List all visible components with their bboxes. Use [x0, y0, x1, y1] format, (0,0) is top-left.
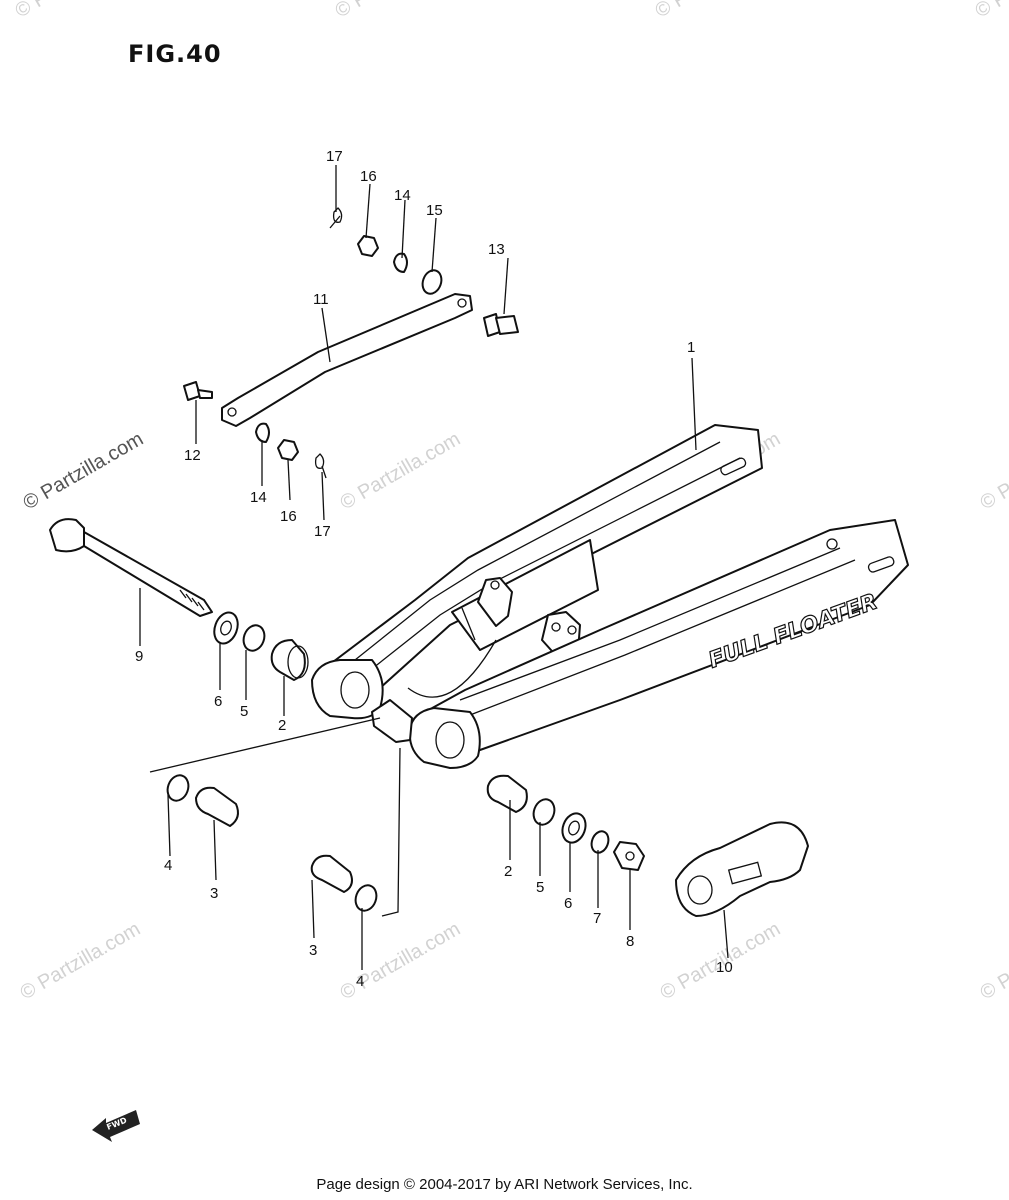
- leader-lines: [139, 165, 729, 970]
- page-footer: Page design © 2004-2017 by ARI Network S…: [316, 1176, 693, 1193]
- callout-labels: 1 2 2 3 3 4 4 5 5 6 6 7 8 9 10 11 12 13 …: [135, 148, 733, 990]
- watermark: © Partzilla.com: [12, 0, 140, 22]
- watermark: © Partzilla.com: [337, 918, 465, 1004]
- callout-2: 2: [504, 863, 512, 880]
- callout-17: 17: [314, 523, 331, 540]
- callout-11: 11: [313, 291, 329, 308]
- hardware-parts: FWD: [92, 207, 809, 1142]
- callout-12: 12: [184, 447, 201, 464]
- pivot-shaft-part: [49, 518, 213, 617]
- watermark: © Partzilla.com: [977, 428, 1009, 514]
- callout-14: 14: [250, 489, 267, 506]
- callout-16: 16: [360, 168, 377, 185]
- watermark: © Partzilla.com: [17, 918, 145, 1004]
- callout-16: 16: [280, 508, 297, 525]
- watermark: © Partzilla.com: [977, 918, 1009, 1004]
- callout-5: 5: [240, 703, 248, 720]
- callout-1: 1: [687, 339, 695, 356]
- callout-4: 4: [164, 857, 172, 874]
- callout-4: 4: [356, 973, 364, 990]
- callout-2: 2: [278, 717, 286, 734]
- watermark: © Partzilla.com: [20, 428, 148, 514]
- callout-5: 5: [536, 879, 544, 896]
- callout-6: 6: [564, 895, 572, 912]
- watermark: © Partzilla.com: [337, 428, 465, 514]
- callout-9: 9: [135, 648, 143, 665]
- watermark: © Partzilla.com: [972, 0, 1009, 22]
- fwd-arrow-icon: FWD: [92, 1110, 140, 1142]
- watermark: © Partzilla.com: [652, 0, 780, 22]
- callout-8: 8: [626, 933, 634, 950]
- callout-10: 10: [716, 959, 733, 976]
- callout-15: 15: [426, 202, 443, 219]
- watermark: © Partzilla.com: [332, 0, 460, 22]
- callout-3: 3: [309, 942, 317, 959]
- callout-6: 6: [214, 693, 222, 710]
- callout-3: 3: [210, 885, 218, 902]
- callout-13: 13: [488, 241, 505, 258]
- callout-17: 17: [326, 148, 343, 165]
- callout-14: 14: [394, 187, 411, 204]
- figure-title: FIG.40: [128, 40, 222, 68]
- callout-7: 7: [593, 910, 601, 927]
- torque-link-part: [221, 293, 473, 427]
